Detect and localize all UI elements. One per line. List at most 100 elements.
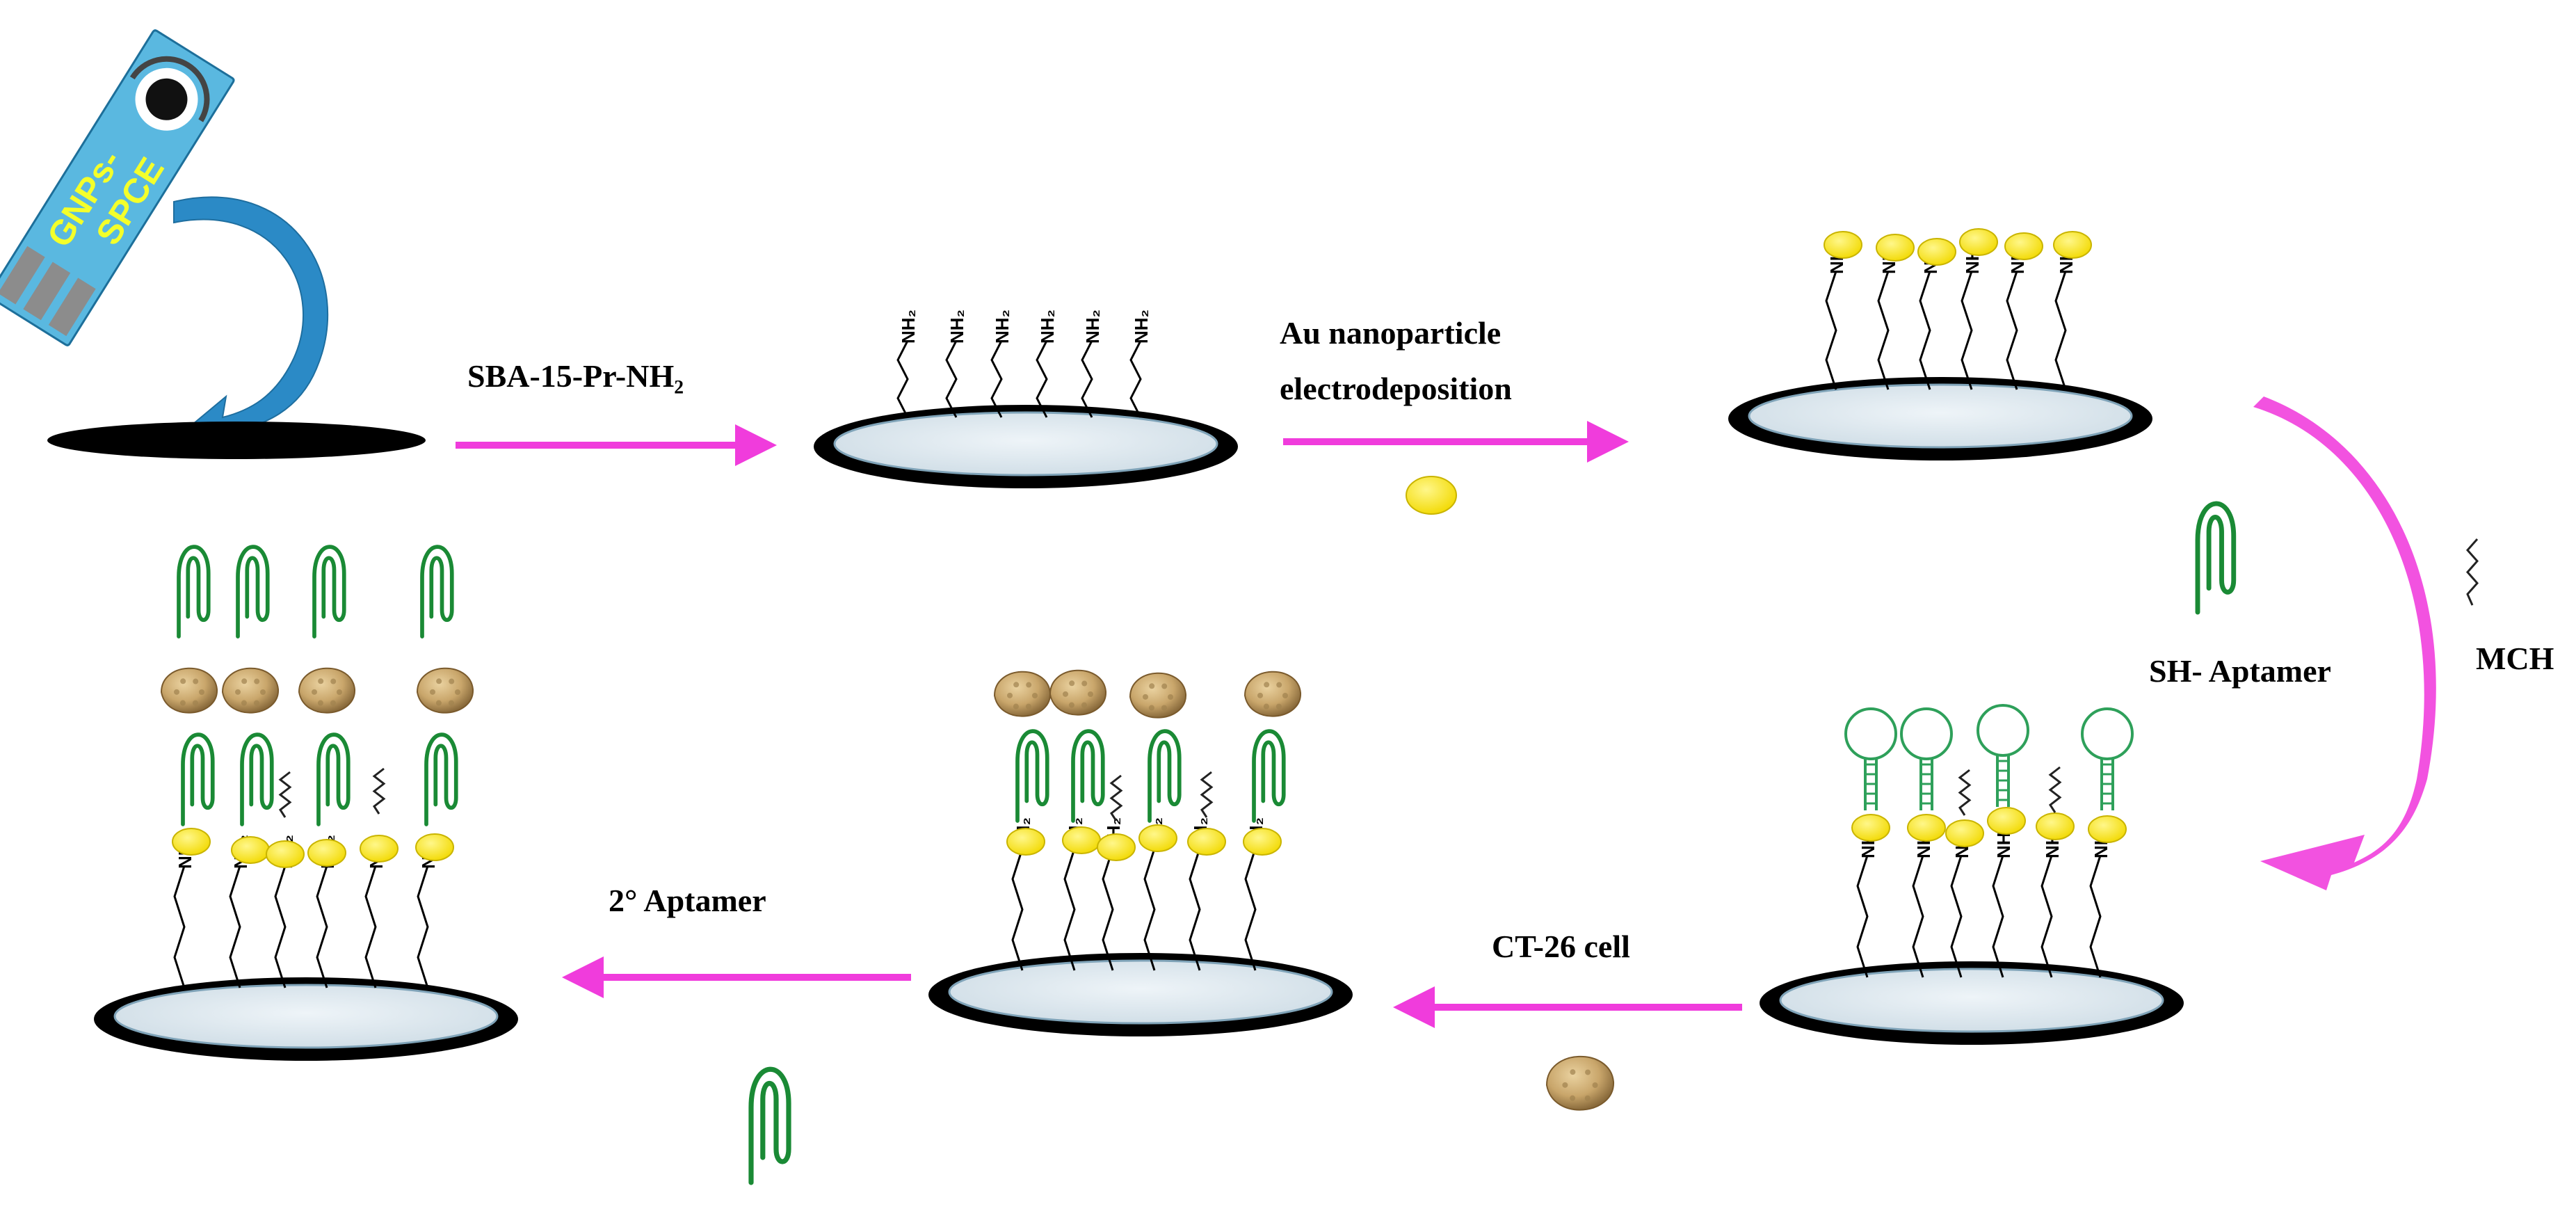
aptamer-strand xyxy=(424,732,458,826)
cell-texture xyxy=(1584,1095,1591,1101)
mch-molecule xyxy=(278,771,292,818)
cell-texture xyxy=(1068,702,1074,708)
aptamer-strand xyxy=(181,732,215,826)
electrode-surface xyxy=(113,984,499,1049)
aptamer-strand xyxy=(420,545,454,639)
alkyl-linker xyxy=(945,340,958,418)
cell-texture xyxy=(1149,683,1155,689)
cell-texture xyxy=(1088,691,1093,697)
alkyl-linker xyxy=(1919,271,1931,390)
cell-texture xyxy=(254,678,260,684)
aptamer-loop xyxy=(1977,704,2029,757)
aptamer-strand xyxy=(1148,729,1182,823)
cell-texture xyxy=(435,700,442,706)
cell-texture xyxy=(174,689,180,695)
electrode-surface xyxy=(948,959,1333,1025)
ct26-cell xyxy=(298,667,356,714)
cell-texture xyxy=(1570,1095,1576,1101)
ct26-cell xyxy=(221,667,280,714)
gold-nanoparticle xyxy=(2036,812,2075,840)
sh-aptamer-legend xyxy=(2195,501,2237,615)
alkyl-linker xyxy=(1081,340,1093,418)
amine-label: NH₂ xyxy=(947,310,967,344)
label-secondary-aptamer: 2° Aptamer xyxy=(609,883,766,918)
cell-texture xyxy=(1081,702,1087,708)
cell-texture xyxy=(253,700,259,706)
cell-texture xyxy=(241,678,248,684)
gold-nanoparticle xyxy=(266,840,305,868)
alkyl-linker xyxy=(2089,855,2102,978)
ct26-cell xyxy=(1049,669,1107,716)
aptamer-strand xyxy=(236,545,270,639)
alkyl-linker xyxy=(896,340,909,418)
alkyl-linker xyxy=(1189,848,1201,971)
aptamer-strand xyxy=(177,545,211,639)
cell-texture xyxy=(179,700,186,706)
cell-texture xyxy=(1264,682,1270,688)
cell-texture xyxy=(1161,705,1167,711)
gold-nanoparticle xyxy=(1945,819,1984,847)
gnps-spce-chip: GNPs- SPCE xyxy=(0,25,239,351)
cell-texture xyxy=(241,700,247,706)
alkyl-linker xyxy=(1063,848,1076,971)
gold-nanoparticle xyxy=(1876,234,1915,262)
gold-nanoparticle xyxy=(307,839,346,867)
alkyl-linker xyxy=(1992,855,2004,978)
alkyl-linker xyxy=(417,865,429,988)
cell-texture xyxy=(1143,694,1149,700)
cell-texture xyxy=(448,700,454,706)
alkyl-linker xyxy=(1856,855,1869,978)
aptamer-strand xyxy=(316,732,351,826)
gold-nanoparticle xyxy=(1824,231,1862,259)
alkyl-linker xyxy=(229,865,241,988)
electrode-surface xyxy=(1779,968,2164,1033)
cell-texture xyxy=(1148,705,1154,711)
curved-arrow-step3 xyxy=(2253,396,2436,890)
aptamer-strand xyxy=(1015,729,1049,823)
cell-texture xyxy=(1081,680,1088,687)
cell-texture xyxy=(330,678,337,684)
cell-texture xyxy=(260,689,266,695)
cell-texture xyxy=(312,689,318,695)
alkyl-linker xyxy=(1129,340,1142,418)
gold-nanoparticle xyxy=(1097,833,1136,861)
alkyl-linker xyxy=(1011,848,1024,971)
cell-texture xyxy=(1585,1069,1591,1075)
cell-texture xyxy=(1026,682,1032,688)
gold-nanoparticle xyxy=(2053,231,2092,259)
aptamer-loop xyxy=(1844,707,1897,760)
cell-texture xyxy=(436,678,442,684)
ct26-cell xyxy=(993,671,1052,717)
gold-nanoparticle xyxy=(2088,815,2127,843)
cell-texture xyxy=(1592,1082,1598,1088)
bare-electrode xyxy=(47,422,426,459)
aptamer-strand xyxy=(1071,729,1105,823)
amine-label: NH₂ xyxy=(1037,310,1058,344)
cell-texture xyxy=(1032,693,1038,698)
aptamer-strand xyxy=(2195,501,2237,615)
cell-texture xyxy=(1168,694,1173,700)
cell-texture xyxy=(449,678,455,684)
cell-texture xyxy=(193,678,199,684)
cell-texture xyxy=(1562,1082,1568,1088)
gold-nanoparticle xyxy=(1243,828,1282,856)
ct26-cell xyxy=(1545,1055,1615,1111)
cell-texture xyxy=(1007,692,1013,698)
aptamer-strand xyxy=(748,1066,791,1185)
electrode-surface xyxy=(1748,383,2133,449)
label-au-np-line1: Au nanoparticle xyxy=(1280,315,1501,351)
mch-molecule xyxy=(1200,771,1214,818)
gold-nanoparticle xyxy=(1959,228,1998,256)
cell-texture xyxy=(318,678,324,684)
gold-nanoparticle xyxy=(1006,828,1045,856)
cell-texture xyxy=(1161,683,1168,689)
cell-texture xyxy=(455,689,460,695)
aptamer-strand xyxy=(1252,729,1286,823)
cell-texture xyxy=(1013,703,1019,710)
cell-texture xyxy=(1063,691,1069,697)
mch-molecule xyxy=(1958,769,1972,816)
